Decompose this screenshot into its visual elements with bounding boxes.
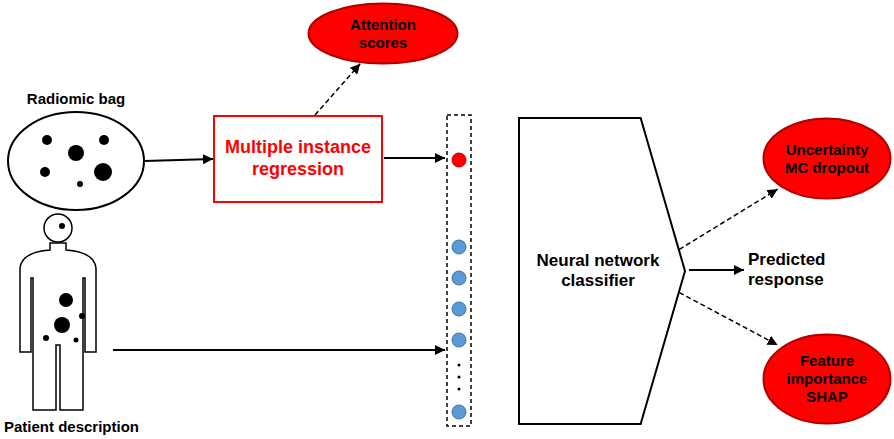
figure-head: [44, 214, 72, 242]
lesion-dot: [79, 313, 85, 319]
uncertainty-ellipse: UncertaintyMC dropout: [762, 117, 892, 200]
node-label: Feature importance: [777, 352, 877, 388]
attention-ellipse: Attention scores: [307, 2, 459, 65]
instance-dot: [77, 181, 83, 187]
connector-arrow: [145, 159, 213, 161]
bag-outline: [6, 110, 146, 212]
regression-box: Multiple instance regression: [213, 115, 383, 203]
classifier-outline: [519, 118, 685, 424]
node-label: Attention scores: [337, 16, 429, 52]
feature-dot: [452, 302, 466, 316]
lesion-dot: [43, 335, 49, 341]
output-label: Predicted response: [748, 250, 868, 291]
ellipsis-dot: [458, 388, 461, 391]
ellipsis-dot: [458, 364, 461, 367]
feature-vector: [447, 115, 471, 426]
instance-dot: [42, 135, 52, 145]
arrow: [384, 157, 445, 159]
feature-dot: [452, 333, 466, 347]
arrow: [113, 349, 445, 351]
instance-dot: [99, 135, 109, 145]
figure-body: [20, 243, 96, 410]
patient-figure: Patient description: [4, 212, 174, 437]
feature-dot: [452, 271, 466, 285]
connector-arrow: [679, 189, 777, 249]
ellipsis-dot: [458, 376, 461, 379]
lesion-dot: [54, 317, 70, 333]
human-figure: [4, 212, 174, 412]
node-label: MC dropout: [785, 159, 869, 177]
feature-dot: [452, 405, 466, 419]
feature-dot: [452, 240, 466, 254]
red-ellipse: [764, 119, 891, 199]
instance-dot: [68, 145, 84, 161]
connector-arrow: [679, 293, 777, 345]
classifier-shape: Neural network classifier: [518, 117, 686, 425]
lesion-dot: [59, 293, 73, 307]
red-ellipse: [309, 4, 458, 64]
node-label: SHAP: [806, 388, 848, 406]
node-label: Uncertainty: [786, 141, 869, 159]
radiomic-feature-dot: [452, 153, 466, 167]
patient-feature-dots: [452, 240, 466, 419]
instance-dot: [40, 167, 50, 177]
node-label: Patient description: [4, 418, 139, 436]
ellipsis-dots: [458, 364, 461, 391]
lesion-dot: [74, 338, 79, 343]
node-label: Radiomic bag: [27, 90, 125, 108]
connector-arrow: [315, 64, 360, 115]
arrow: [689, 269, 744, 271]
instance-dot: [94, 163, 112, 181]
node-label: Multiple instance regression: [220, 137, 376, 180]
node-label: Neural network classifier: [523, 251, 673, 292]
lesion-dot: [59, 223, 65, 229]
bag-ellipse: [8, 112, 144, 210]
red-ellipse: [764, 335, 891, 424]
radiomic-bag: Radiomic bag: [6, 90, 146, 212]
importance-ellipse: Feature importanceSHAP: [762, 333, 892, 425]
